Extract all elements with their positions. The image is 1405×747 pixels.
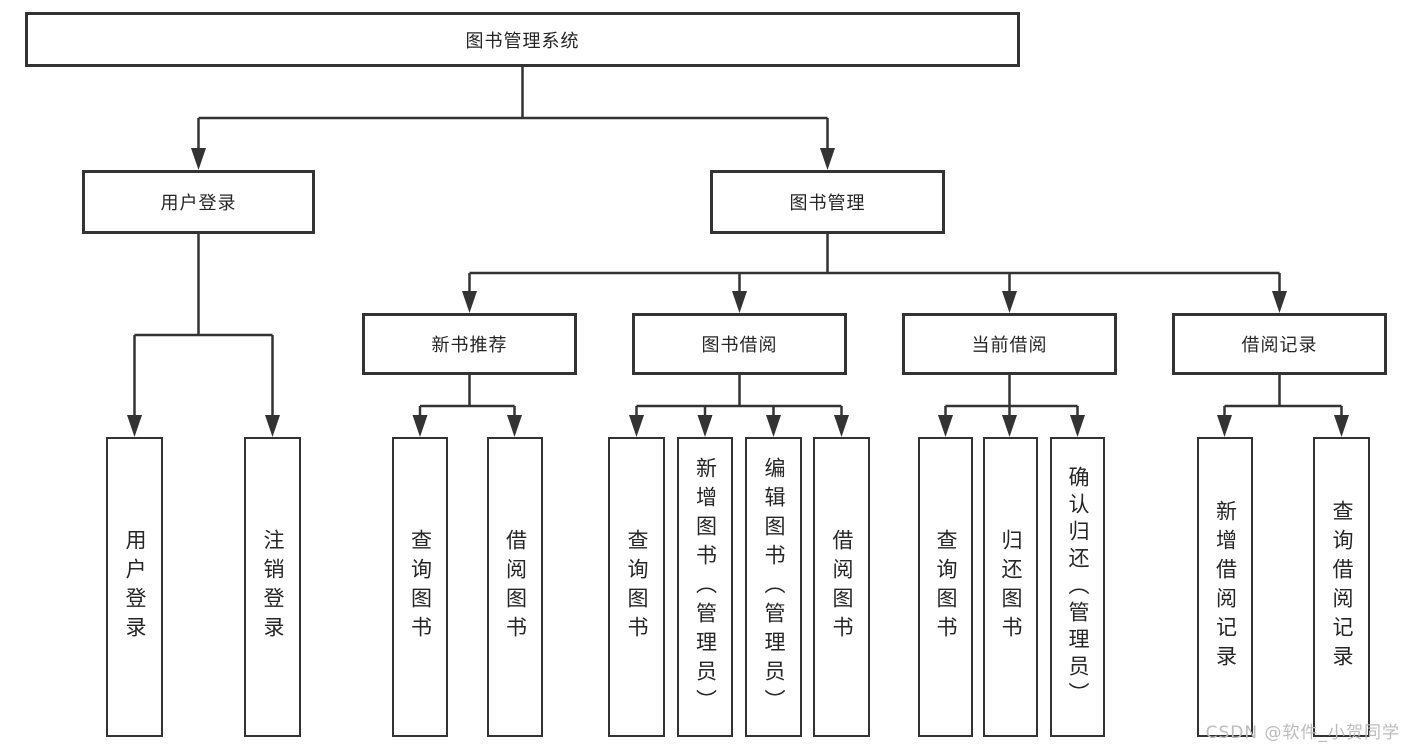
node-label: 查询借阅记录 <box>1330 500 1354 674</box>
node-book-borrow: 图书借阅 <box>632 313 847 375</box>
node-label: 图书管理 <box>789 193 866 214</box>
connector-book-mgmt-to-level3 <box>462 234 1287 313</box>
node-label: 新增图书（管理员） <box>693 456 718 718</box>
node-leaf-confirm-return-admin: 确认归还（管理员） <box>1050 437 1105 737</box>
node-leaf-query-book-recommend: 查询图书 <box>392 437 448 737</box>
node-leaf-add-book-admin: 新增图书（管理员） <box>677 437 733 737</box>
connector-new-book-rec-to-leaves <box>412 375 522 437</box>
node-leaf-query-book-current: 查询图书 <box>918 437 973 737</box>
node-label: 编辑图书（管理员） <box>762 456 786 718</box>
connector-borrow-records-to-leaves <box>1217 375 1349 437</box>
node-current-borrow: 当前借阅 <box>902 313 1117 375</box>
node-label: 图书管理系统 <box>465 30 580 52</box>
node-label: 查询图书 <box>408 529 433 645</box>
node-new-book-recommend: 新书推荐 <box>362 313 577 375</box>
node-label: 借阅图书 <box>503 529 528 645</box>
connector-root-to-level2 <box>191 67 835 170</box>
node-leaf-add-borrow-record: 新增借阅记录 <box>1197 437 1253 737</box>
node-leaf-query-book-borrow: 查询图书 <box>608 437 665 737</box>
node-label: 查询图书 <box>934 529 958 645</box>
node-leaf-borrow-book: 借阅图书 <box>813 437 870 737</box>
node-label: 用户登录 <box>123 529 147 645</box>
csdn-watermark: CSDN @软件_小贺同学 <box>1205 723 1400 743</box>
node-label: 当前借阅 <box>971 335 1048 356</box>
node-book-management: 图书管理 <box>710 170 945 234</box>
node-label: 借阅图书 <box>830 529 854 645</box>
node-user-login: 用户登录 <box>82 170 315 234</box>
node-label: 查询图书 <box>625 529 649 645</box>
node-label: 新书推荐 <box>431 335 508 356</box>
connector-book-borrow-to-leaves <box>629 375 849 437</box>
node-label: 归还图书 <box>999 529 1023 645</box>
connector-user-login-to-leaves <box>127 234 280 437</box>
node-leaf-return-book: 归还图书 <box>983 437 1038 737</box>
node-leaf-user-login: 用户登录 <box>106 437 163 737</box>
node-borrow-records: 借阅记录 <box>1172 313 1387 375</box>
node-label: 借阅记录 <box>1241 335 1318 356</box>
node-leaf-query-borrow-record: 查询借阅记录 <box>1313 437 1370 737</box>
node-label: 确认归还（管理员） <box>1066 465 1090 709</box>
node-label: 用户登录 <box>160 193 237 214</box>
connector-current-borrow-to-leaves <box>938 375 1085 437</box>
node-label: 图书借阅 <box>701 335 778 356</box>
node-leaf-borrow-book-recommend: 借阅图书 <box>487 437 543 737</box>
node-leaf-logout: 注销登录 <box>244 437 301 737</box>
node-leaf-edit-book-admin: 编辑图书（管理员） <box>745 437 802 737</box>
node-label: 注销登录 <box>261 529 285 645</box>
node-label: 新增借阅记录 <box>1213 500 1238 674</box>
node-library-management-system: 图书管理系统 <box>25 12 1020 67</box>
